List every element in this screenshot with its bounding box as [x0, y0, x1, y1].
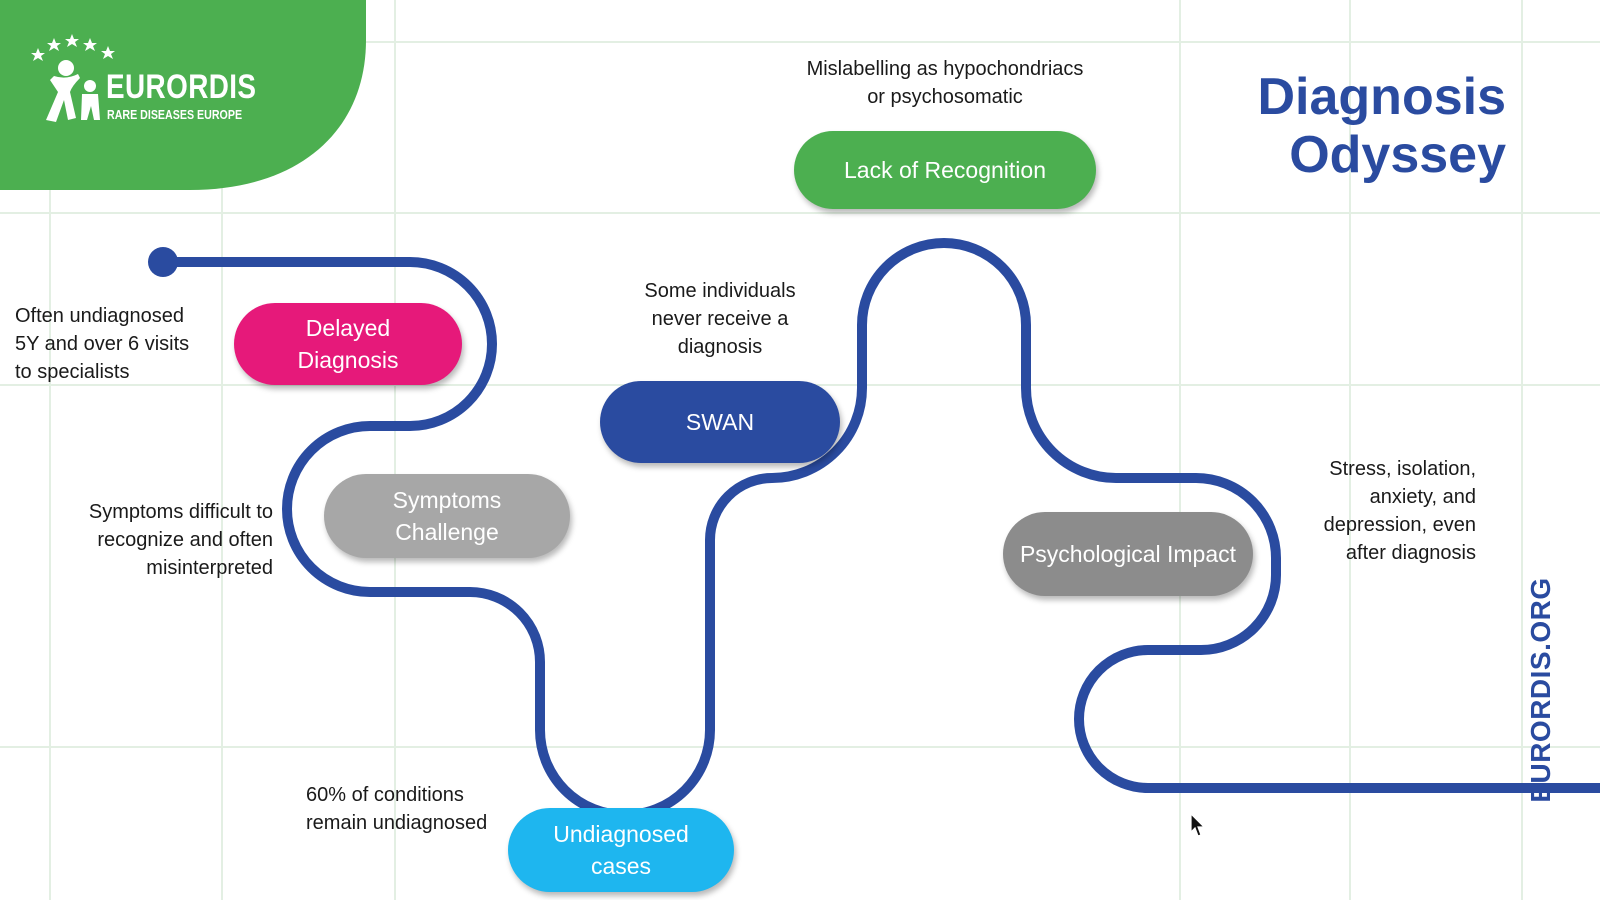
stage-label: Undiagnosed: [553, 821, 689, 847]
brand-name: EURORDIS: [106, 68, 257, 106]
note-delayed-diagnosis: Often undiagnosed 5Y and over 6 visits t…: [15, 302, 189, 386]
stage-delayed-diagnosis[interactable]: Delayed Diagnosis: [234, 303, 462, 385]
stage-label: Diagnosis: [297, 347, 399, 373]
note-line: Some individuals: [644, 280, 796, 302]
note-psychological-impact: Stress, isolation, anxiety, and depressi…: [1270, 455, 1476, 567]
stage-label: Lack of Recognition: [843, 157, 1046, 183]
stage-label: Psychological Impact: [1019, 541, 1237, 567]
stage-symptoms-challenge[interactable]: Symptoms Challenge: [324, 474, 570, 558]
note-line: Symptoms difficult to: [88, 501, 273, 523]
note-line: 5Y and over 6 visits: [15, 333, 190, 355]
stage-label: SWAN: [685, 409, 755, 435]
website-url[interactable]: EURORDIS.ORG: [1525, 577, 1556, 803]
note-swan: Some individuals never receive a diagnos…: [600, 277, 840, 361]
stage-psychological-impact[interactable]: Psychological Impact: [1003, 512, 1253, 596]
stage-label: Challenge: [395, 519, 499, 545]
note-line: to specialists: [15, 361, 130, 383]
stage-label: Symptoms: [392, 487, 502, 513]
note-line: or psychosomatic: [867, 86, 1023, 108]
stage-swan[interactable]: SWAN: [600, 381, 840, 463]
title-line-1: Diagnosis: [1257, 68, 1507, 126]
note-line: misinterpreted: [146, 557, 273, 579]
brand-subtitle: RARE DISEASES EUROPE: [107, 107, 243, 122]
note-line: 60% of conditions: [306, 784, 464, 806]
stage-lack-of-recognition[interactable]: Lack of Recognition: [794, 131, 1096, 209]
mouse-cursor-icon: [1190, 813, 1206, 837]
note-line: diagnosis: [677, 336, 763, 358]
logo-figures-icon: [31, 34, 115, 122]
note-line: Stress, isolation,: [1329, 458, 1476, 480]
note-line: after diagnosis: [1345, 542, 1476, 564]
note-line: never receive a: [651, 308, 789, 330]
note-undiagnosed-cases: 60% of conditions remain undiagnosed: [306, 781, 487, 837]
journey-start-dot: [148, 247, 178, 277]
title-line-2: Odyssey: [1289, 126, 1506, 184]
stage-label: cases: [590, 853, 652, 879]
stage-label: Delayed: [305, 315, 391, 341]
note-lack-of-recognition: Mislabelling as hypochondriacs or psycho…: [770, 55, 1120, 111]
eurordis-logo[interactable]: EURORDIS RARE DISEASES EUROPE: [0, 0, 366, 190]
journey-road-path: [158, 238, 1600, 820]
note-line: Often undiagnosed: [15, 305, 185, 327]
stage-undiagnosed-cases[interactable]: Undiagnosed cases: [508, 808, 734, 892]
note-line: recognize and often: [97, 529, 273, 551]
page-title: Diagnosis Odyssey: [1258, 68, 1507, 184]
note-line: depression, even: [1323, 514, 1476, 536]
note-line: Mislabelling as hypochondriacs: [806, 58, 1084, 80]
note-symptoms-challenge: Symptoms difficult to recognize and ofte…: [40, 498, 273, 582]
note-line: anxiety, and: [1369, 486, 1476, 508]
note-line: remain undiagnosed: [306, 812, 488, 834]
